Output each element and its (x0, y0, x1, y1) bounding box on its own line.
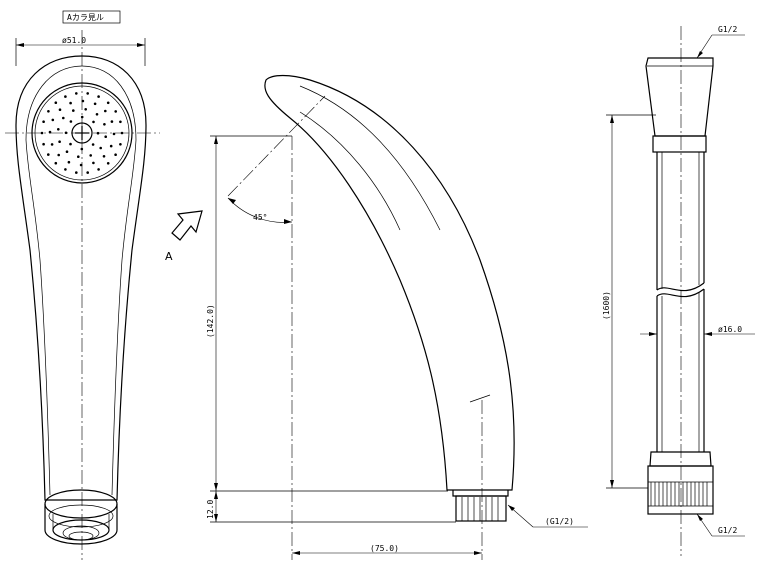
spray-hole (67, 160, 71, 164)
angle-label: 45° (253, 213, 267, 222)
hose-thread-bottom-label: G1/2 (718, 526, 737, 535)
spray-hole (119, 143, 122, 146)
spray-hole (89, 154, 92, 157)
view-label-box (62, 10, 121, 24)
front-view: Aカラ見ル ø51.0 (5, 10, 160, 560)
spray-hole (99, 146, 102, 150)
spray-hole (69, 120, 73, 123)
spray-hole (110, 120, 114, 123)
spray-hole (84, 108, 87, 111)
spray-hole (109, 144, 113, 148)
spray-hole (95, 113, 99, 116)
spray-hole (77, 155, 80, 158)
hose-body (656, 152, 705, 452)
hose-diameter-label: ø16.0 (718, 325, 742, 334)
spray-hole (62, 116, 65, 120)
spray-hole (92, 120, 95, 124)
spray-hole (58, 140, 61, 143)
spray-hole (40, 131, 44, 135)
spray-hole (65, 150, 69, 153)
spray-hole (80, 115, 84, 119)
spray-hole (57, 153, 60, 157)
head-diameter-label: ø51.0 (62, 36, 86, 45)
spray-hole (72, 109, 75, 112)
spray-hole (114, 153, 117, 156)
spray-hole (64, 168, 67, 171)
spray-hole (42, 120, 45, 123)
spray-hole (64, 95, 67, 98)
spray-hole (54, 101, 58, 104)
spray-hole (57, 128, 60, 131)
spray-hole (69, 101, 72, 105)
side-connector (455, 495, 507, 522)
spray-hole (86, 92, 89, 95)
spray-hole (91, 143, 95, 146)
spray-hole (54, 161, 58, 165)
hose-view: (1600) ø16.0 G1/2 G1/2 (602, 25, 755, 556)
spray-hole (93, 102, 97, 106)
spray-hole (97, 95, 100, 98)
handle-outline (264, 74, 515, 491)
hose-thread-top-label: G1/2 (718, 25, 737, 34)
spray-holes (40, 92, 124, 174)
spray-hole (97, 168, 100, 171)
spray-hole (104, 109, 107, 113)
spray-hole (92, 161, 95, 165)
spray-hole (75, 171, 78, 174)
spray-hole (119, 120, 122, 124)
hose-length-label: (1600) (602, 291, 611, 320)
spray-hole (42, 142, 45, 146)
spray-hole (51, 118, 55, 122)
view-arrow-label: A (165, 250, 173, 263)
connector-length-label: 12.0 (206, 500, 215, 519)
side-view: A 45° (165, 74, 588, 560)
spray-hole (58, 108, 62, 111)
spray-hole (47, 110, 50, 113)
spray-hole (106, 101, 110, 105)
spray-hole (47, 153, 50, 156)
offset-label: (75.0) (370, 544, 399, 553)
thread-label: (G1/2) (545, 517, 574, 526)
spray-hole (69, 142, 72, 146)
view-label: Aカラ見ル (67, 13, 104, 22)
spray-hole (112, 132, 116, 136)
hose-knurl (650, 482, 708, 506)
spray-hole (50, 143, 54, 146)
spray-hole (103, 123, 106, 126)
view-arrow (171, 210, 203, 241)
spray-hole (114, 110, 117, 113)
hose-top-nut (645, 57, 714, 137)
spray-hole (75, 92, 78, 95)
handle-length-label: (142.0) (206, 304, 215, 338)
spray-hole (106, 162, 110, 165)
spray-hole (104, 135, 107, 138)
hose-bottom-nut (647, 465, 714, 515)
spray-hole (86, 171, 89, 174)
spray-hole (102, 155, 106, 158)
